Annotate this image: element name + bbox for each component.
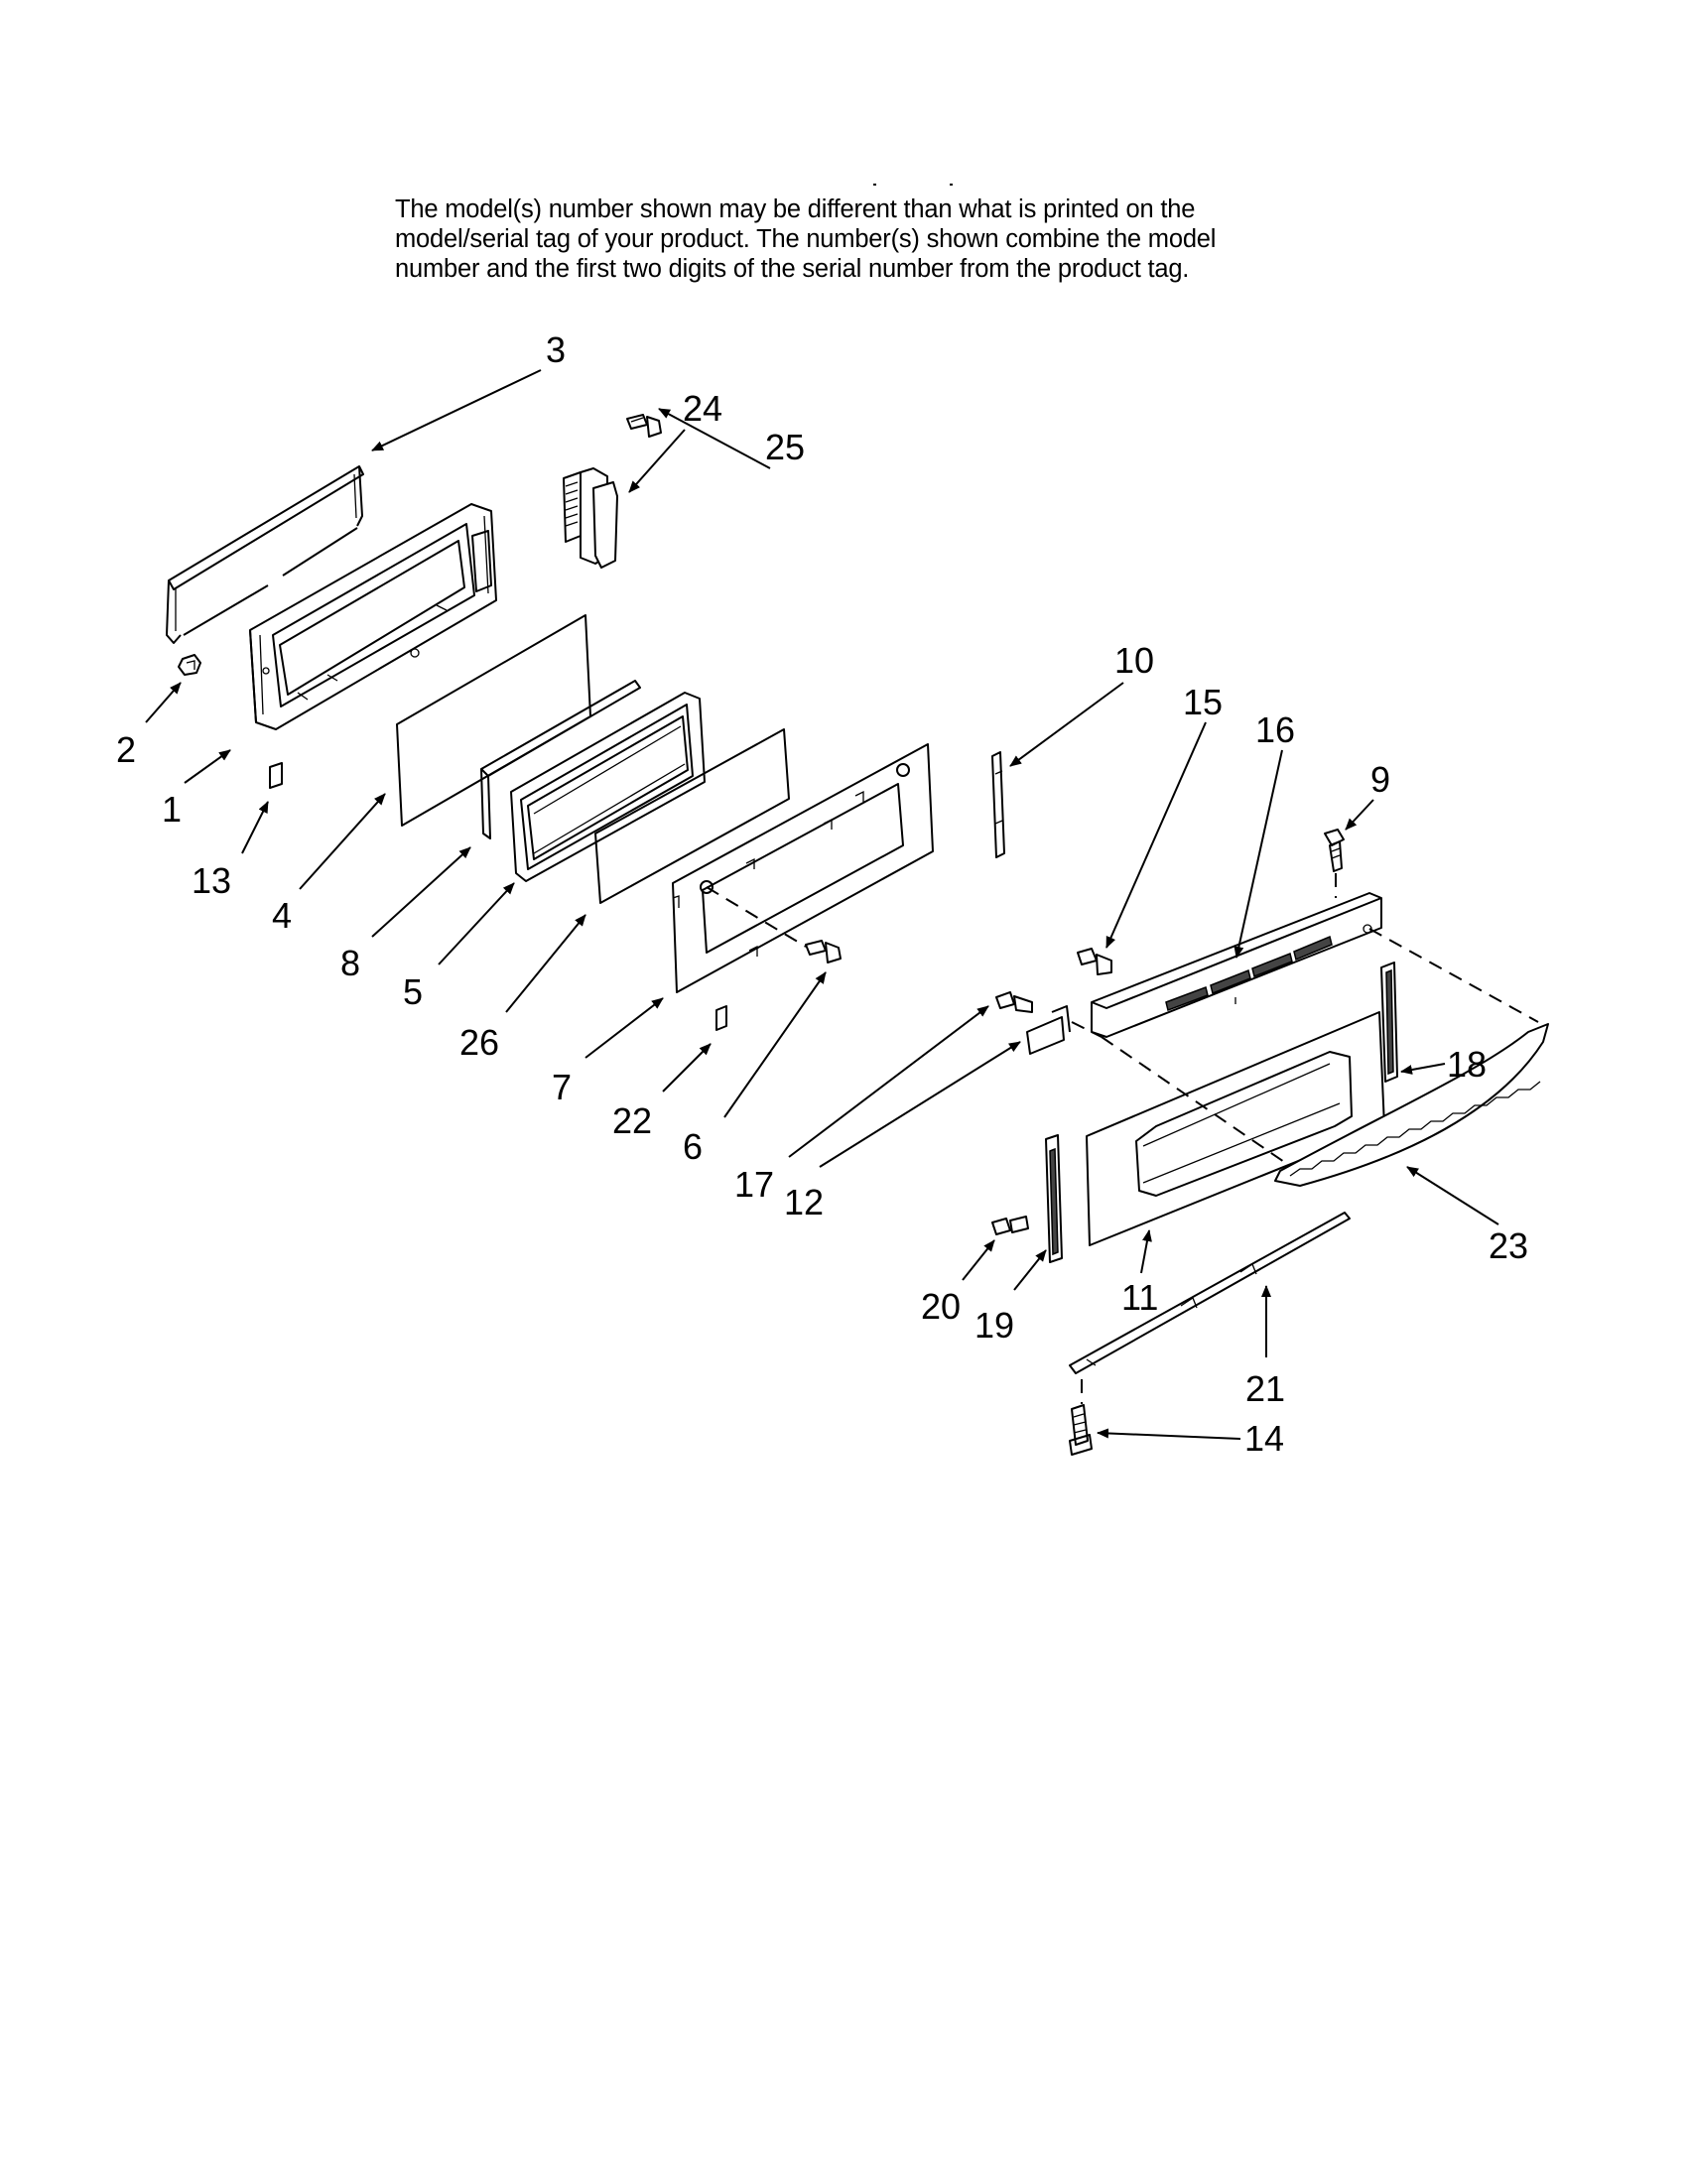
leader-23 <box>1406 1166 1499 1225</box>
leader-26 <box>505 914 586 1013</box>
callout-10: 10 <box>1114 640 1154 681</box>
part-25-screw <box>626 414 662 438</box>
callout-16: 16 <box>1255 709 1295 750</box>
part-23-alignment-line-top <box>1368 928 1539 1023</box>
leader-11 <box>1140 1229 1152 1274</box>
leader-9 <box>1345 799 1374 831</box>
leader-4 <box>299 793 386 890</box>
leader-16 <box>1234 749 1283 959</box>
part-16-vent-trim <box>1091 892 1382 1038</box>
leader-8 <box>371 846 471 938</box>
callout-1: 1 <box>162 789 182 830</box>
part-21-bottom-trim <box>1069 1212 1351 1374</box>
part-24-hinge <box>563 467 618 569</box>
callout-6: 6 <box>683 1126 703 1167</box>
callout-4: 4 <box>272 895 292 936</box>
part-6-screw <box>805 940 842 964</box>
part-19-side-strip <box>1045 1134 1063 1263</box>
part-17-alignment-line <box>1071 1021 1103 1038</box>
callout-19: 19 <box>974 1305 1014 1346</box>
part-12-bracket <box>1026 1005 1071 1055</box>
part-2-bumper <box>178 654 201 676</box>
leader-15 <box>1105 721 1207 949</box>
part-7-outer-door-panel <box>672 743 934 993</box>
leader-24 <box>628 429 686 493</box>
leader-3 <box>371 369 542 451</box>
callout-labels: 3 24 25 2 1 13 4 8 5 26 7 22 6 10 15 16 … <box>116 329 1528 1459</box>
callout-11: 11 <box>1121 1277 1158 1318</box>
callout-3: 3 <box>546 329 566 370</box>
leader-18 <box>1400 1063 1446 1075</box>
callout-18: 18 <box>1447 1044 1487 1085</box>
callout-26: 26 <box>459 1022 499 1063</box>
part-17-screw <box>995 991 1033 1013</box>
callout-7: 7 <box>552 1067 572 1107</box>
leader-6 <box>723 971 827 1118</box>
leader-10 <box>1009 682 1124 767</box>
callout-21: 21 <box>1245 1368 1285 1409</box>
part-9-screw <box>1324 829 1345 872</box>
part-23-handle <box>1274 1023 1549 1187</box>
part-14-screw <box>1069 1404 1093 1456</box>
part-6-alignment-line <box>706 886 807 948</box>
leader-5 <box>438 882 515 965</box>
leader-20 <box>962 1239 995 1281</box>
part-5-window-pack <box>510 692 706 882</box>
leader-2 <box>145 682 182 723</box>
callout-2: 2 <box>116 729 136 770</box>
part-22-clip <box>715 1005 727 1031</box>
callout-23: 23 <box>1489 1225 1528 1266</box>
leader-13 <box>241 801 269 854</box>
part-15-screw <box>1077 948 1112 975</box>
callout-15: 15 <box>1183 682 1223 722</box>
part-13-clip <box>269 762 283 789</box>
leader-22 <box>662 1043 712 1092</box>
model-number-notice: The model(s) number shown may be differe… <box>395 194 1308 284</box>
callout-8: 8 <box>340 943 360 983</box>
callout-5: 5 <box>403 971 423 1012</box>
notice-line-2: model/serial tag of your product. The nu… <box>395 225 1217 253</box>
callout-20: 20 <box>921 1286 961 1327</box>
callout-24: 24 <box>683 388 722 429</box>
notice-line-1: The model(s) number shown may be differe… <box>395 195 1196 223</box>
callout-14: 14 <box>1244 1418 1284 1459</box>
part-20-screw <box>991 1216 1029 1235</box>
leader-25 <box>658 408 771 469</box>
part-10-bracket <box>991 751 1005 858</box>
callout-17: 17 <box>734 1164 774 1205</box>
callout-25: 25 <box>765 427 805 467</box>
part-4-glass <box>396 614 591 827</box>
leader-14 <box>1097 1428 1241 1440</box>
leader-1 <box>184 749 231 784</box>
callout-9: 9 <box>1370 759 1390 800</box>
callout-22: 22 <box>612 1100 652 1141</box>
leader-7 <box>584 997 664 1059</box>
leader-19 <box>1013 1249 1047 1291</box>
part-26-glass <box>594 728 790 904</box>
part-18-side-strip <box>1380 962 1398 1083</box>
callout-13: 13 <box>192 860 231 901</box>
notice-line-3: number and the first two digits of the s… <box>395 255 1190 283</box>
leader-17 <box>788 1005 989 1158</box>
leader-12 <box>819 1041 1021 1168</box>
part-8-side-trim <box>480 680 641 839</box>
callout-12: 12 <box>784 1182 824 1222</box>
leader-lines <box>145 369 1499 1440</box>
part-1-inner-door-panel <box>249 503 497 730</box>
part-3-gasket <box>166 465 364 644</box>
part-23-alignment-line-bottom <box>1101 1036 1291 1167</box>
